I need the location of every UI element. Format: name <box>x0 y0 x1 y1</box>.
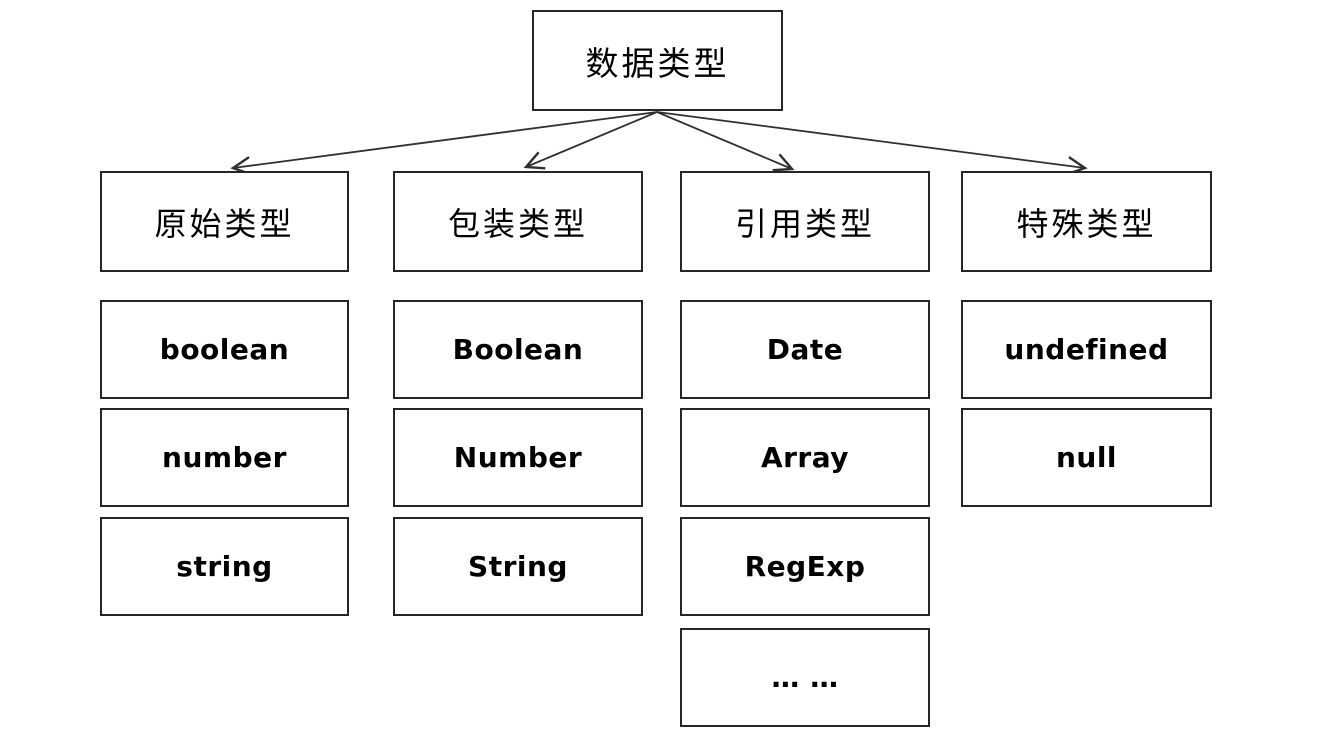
type-item-special-1: null <box>961 408 1212 507</box>
type-item-primitive-2: string <box>100 517 349 616</box>
category-header-special: 特殊类型 <box>961 171 1212 272</box>
type-item-label: Boolean <box>452 333 584 366</box>
type-item-label: number <box>162 441 287 474</box>
type-item-wrapper-2: String <box>393 517 643 616</box>
type-item-reference-3: … … <box>680 628 930 727</box>
type-item-reference-1: Array <box>680 408 930 507</box>
type-item-label: Date <box>766 333 844 366</box>
type-item-label: RegExp <box>744 550 866 583</box>
type-item-primitive-0: boolean <box>100 300 349 399</box>
type-item-reference-2: RegExp <box>680 517 930 616</box>
type-item-label: string <box>176 550 273 583</box>
type-item-wrapper-1: Number <box>393 408 643 507</box>
type-item-label: boolean <box>159 333 290 366</box>
type-item-label: Number <box>453 441 583 474</box>
type-item-label: … … <box>771 661 839 694</box>
category-header-label: 引用类型 <box>734 204 875 243</box>
category-header-label: 包装类型 <box>447 204 588 243</box>
type-item-label: String <box>468 550 568 583</box>
arrow-root-to-special <box>656 111 1088 176</box>
type-item-label: undefined <box>1004 333 1169 366</box>
root-node-label: 数据类型 <box>585 43 730 83</box>
type-item-label: null <box>1055 441 1118 474</box>
category-header-label: 原始类型 <box>154 204 295 243</box>
category-header-label: 特殊类型 <box>1016 204 1157 243</box>
type-item-reference-0: Date <box>680 300 930 399</box>
type-item-primitive-1: number <box>100 408 349 507</box>
root-node: 数据类型 <box>532 10 783 111</box>
category-header-reference: 引用类型 <box>680 171 930 272</box>
arrow-root-to-wrapper <box>523 111 658 170</box>
type-item-label: Array <box>760 441 850 474</box>
category-header-wrapper: 包装类型 <box>393 171 643 272</box>
arrow-root-to-primitive <box>230 111 658 176</box>
arrow-root-to-reference <box>656 111 795 172</box>
type-item-wrapper-0: Boolean <box>393 300 643 399</box>
category-header-primitive: 原始类型 <box>100 171 349 272</box>
type-item-special-0: undefined <box>961 300 1212 399</box>
